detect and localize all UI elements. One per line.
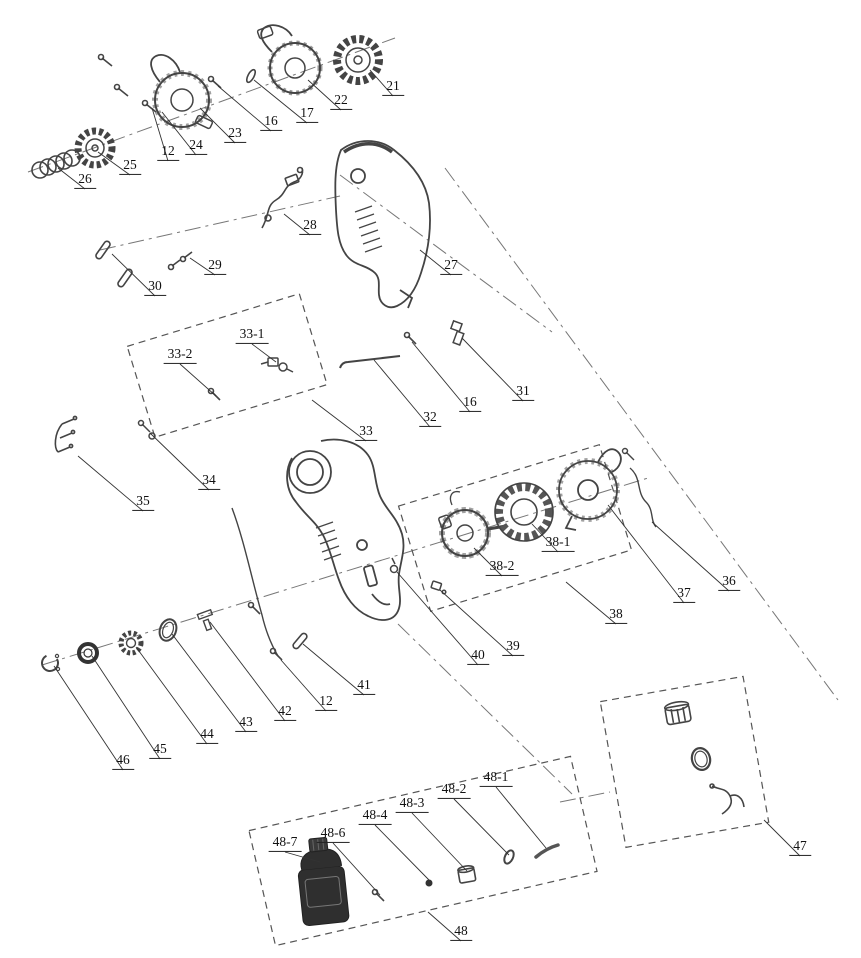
part-48-4-ball xyxy=(425,879,433,887)
leader-lines xyxy=(53,69,801,942)
part-42-wire-guard xyxy=(196,507,279,657)
part-47-cap xyxy=(663,700,692,726)
group-box-48 xyxy=(248,755,598,947)
part-35-clips xyxy=(54,415,78,453)
part-45-bearing xyxy=(77,642,99,664)
leader-line-48-7 xyxy=(284,851,321,863)
part-48-6-screw xyxy=(371,888,385,902)
leader-line-29 xyxy=(189,257,216,276)
leader-line-41 xyxy=(302,643,365,696)
part-28-switch-leadwire xyxy=(261,166,304,229)
part-17-pin xyxy=(245,68,257,84)
leader-line-35 xyxy=(77,455,144,512)
part-27-main-housing xyxy=(334,140,431,309)
leader-line-12 xyxy=(151,107,169,162)
leader-line-38 xyxy=(565,581,617,625)
part-12-screws-bottom xyxy=(247,601,283,661)
part-16-screw-top xyxy=(207,75,222,89)
leader-line-40 xyxy=(396,571,479,666)
leader-line-28 xyxy=(283,213,311,236)
group-box-38 xyxy=(397,443,633,613)
part-29-screws xyxy=(167,251,193,271)
part-48-3-cup xyxy=(457,865,477,884)
leader-line-48-4 xyxy=(374,824,430,881)
part-48-1-rod xyxy=(534,843,560,859)
leader-line-17 xyxy=(253,79,308,124)
part-22-gear-housing xyxy=(256,24,323,96)
part-43-ring xyxy=(158,618,178,642)
leader-line-22 xyxy=(307,79,342,111)
part-44-gear xyxy=(118,630,144,656)
group-box-33 xyxy=(126,292,328,438)
leader-line-16 xyxy=(217,85,272,132)
leader-line-46 xyxy=(53,665,124,771)
leader-line-48 xyxy=(427,911,462,942)
leader-line-27 xyxy=(419,249,452,276)
leader-line-45 xyxy=(91,655,161,760)
part-48-7-oil-bottle xyxy=(297,836,350,927)
leader-line-43 xyxy=(171,633,247,733)
part-25-fan-wheel xyxy=(74,127,116,169)
part-33-1-switch-assembly xyxy=(260,357,294,373)
part-37-motor-housing xyxy=(556,448,622,531)
leader-line-48-6 xyxy=(332,842,381,896)
leader-line-39 xyxy=(439,589,514,657)
part-12-screws-top xyxy=(97,53,157,113)
part-32-rod xyxy=(339,355,401,369)
part-40-pin xyxy=(389,557,399,574)
leader-line-31 xyxy=(461,337,524,402)
leader-line-25 xyxy=(97,151,131,176)
group-boxes xyxy=(126,292,770,947)
part-38-2-rotor xyxy=(438,490,507,559)
leader-line-21 xyxy=(369,69,394,97)
leader-line-37 xyxy=(607,504,685,604)
leader-line-38-1 xyxy=(531,523,559,553)
leader-line-36 xyxy=(651,521,730,592)
leader-line-44 xyxy=(135,646,208,745)
leader-line-23 xyxy=(199,107,236,144)
leader-line-48-2 xyxy=(453,798,510,856)
part-lower-housing xyxy=(286,438,405,621)
leader-line-47 xyxy=(763,819,801,857)
leader-line-26 xyxy=(57,167,86,190)
part-47-wire-hook xyxy=(709,783,745,815)
part-38-1-stator xyxy=(494,482,554,542)
leader-line-48-1 xyxy=(495,786,547,849)
part-16-screw-mid xyxy=(403,331,417,345)
leader-line-33-1 xyxy=(251,343,277,363)
leader-line-38-2 xyxy=(473,547,503,577)
part-47-ring xyxy=(690,747,712,771)
leader-line-32 xyxy=(373,359,431,428)
part-41-pin xyxy=(292,632,308,650)
leader-line-48-3 xyxy=(411,812,468,872)
leader-line-16 xyxy=(411,341,471,413)
leader-line-12 xyxy=(280,659,327,712)
part-48-2-seal xyxy=(503,849,515,865)
part-21-fan-wheel xyxy=(333,35,383,85)
part-39-small-block xyxy=(430,580,447,595)
leader-line-33-2 xyxy=(179,363,217,397)
group-box-47 xyxy=(599,675,770,849)
leader-line-42 xyxy=(209,621,286,722)
part-26-spring xyxy=(31,149,81,179)
leader-line-33 xyxy=(311,399,367,442)
part-30-pins xyxy=(95,240,133,288)
part-34-screw-washer xyxy=(137,419,156,440)
leader-line-34 xyxy=(149,432,210,491)
part-36-screw-cable xyxy=(621,447,657,528)
leader-line-24 xyxy=(161,111,197,156)
leader-line-30 xyxy=(111,253,156,297)
part-23-fan-guard-housing xyxy=(150,54,214,130)
part-31-small-block xyxy=(449,319,465,346)
